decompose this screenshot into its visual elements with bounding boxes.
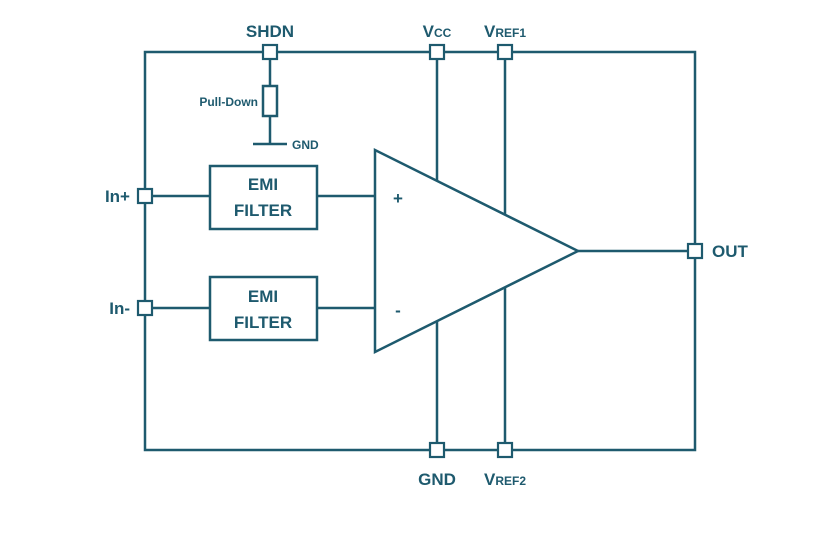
gnd-pin <box>428 441 446 459</box>
in-plus-pin <box>136 187 154 205</box>
in-minus-label: In- <box>109 299 130 318</box>
vcc-pin <box>428 43 446 61</box>
emi-filter-bottom-line1: EMI <box>248 287 278 306</box>
vref1-pin <box>496 43 514 61</box>
amplifier-triangle <box>373 147 581 355</box>
in-minus-pin <box>136 299 154 317</box>
pulldown-label: Pull-Down <box>199 95 258 109</box>
emi-filter-bottom-line2: FILTER <box>234 313 292 332</box>
emi-filter-bottom <box>208 275 319 342</box>
amp-minus-sign: - <box>395 301 401 320</box>
out-pin <box>686 242 704 260</box>
emi-filter-top <box>208 164 319 231</box>
in-plus-label: In+ <box>105 187 130 206</box>
emi-filter-top-line2: FILTER <box>234 201 292 220</box>
pulldown-gnd-label: GND <box>292 138 319 152</box>
vref2-pin <box>496 441 514 459</box>
emi-filter-top-line1: EMI <box>248 175 278 194</box>
vref1-label: VREF1 <box>484 22 526 41</box>
vcc-label: VCC <box>423 22 452 41</box>
gnd-label: GND <box>418 470 456 489</box>
shdn-label: SHDN <box>246 22 294 41</box>
vref2-label: VREF2 <box>484 470 526 489</box>
pulldown-resistor <box>261 84 279 118</box>
out-label: OUT <box>712 242 749 261</box>
shdn-pin <box>261 43 279 61</box>
amp-plus-sign: + <box>393 189 403 208</box>
